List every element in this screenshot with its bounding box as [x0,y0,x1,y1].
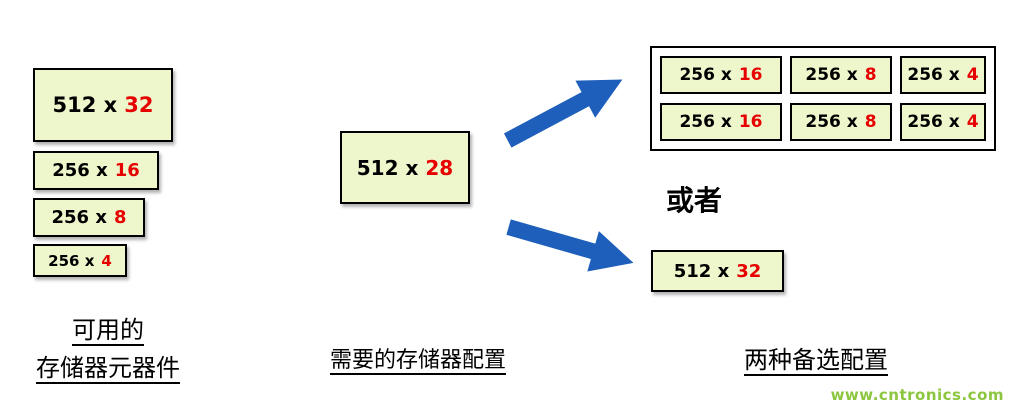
memory-words: 256 x [679,112,732,132]
memory-bits: 32 [736,260,762,282]
memory-box-256x8: 256 x 8 [33,198,145,237]
grid-row: 256 x 16 256 x 8 256 x 4 [660,56,986,94]
memory-box-512x32: 512 x 32 [33,68,173,142]
memory-words: 512 x [673,260,730,282]
memory-words: 512 x [52,93,118,117]
memory-words: 256 x [52,160,108,181]
memory-bits: 16 [114,160,140,181]
caption-line: 可用的 [72,318,144,344]
or-label: 或者 [666,184,723,217]
caption-available-components: 可用的 存储器元器件 [10,312,206,388]
memory-words: 256 x [907,65,960,85]
caption-line: 需要的存储器配置 [329,347,506,372]
arrow-down-right-icon [502,204,640,286]
memory-bits: 4 [101,251,112,270]
caption-line: 存储器元器件 [36,356,180,382]
memory-bits: 8 [113,207,127,228]
memory-bits: 16 [738,112,763,132]
grid-row: 256 x 16 256 x 8 256 x 4 [660,103,986,141]
memory-bits: 32 [124,93,154,117]
memory-bits: 28 [425,155,454,180]
memory-bits: 16 [738,65,763,85]
memory-words: 256 x [51,207,107,228]
arrow-up-right-icon [496,58,633,161]
memory-box-256x16: 256 x 16 [660,56,782,94]
memory-words: 256 x [805,112,858,132]
watermark-text: www.cntronics.com [830,386,1004,404]
memory-box-256x8: 256 x 8 [790,103,892,141]
caption-alternative-configs: 两种备选配置 [698,340,934,375]
memory-box-256x4: 256 x 4 [900,103,986,141]
memory-box-256x16: 256 x 16 [33,151,159,190]
caption-line: 两种备选配置 [744,348,888,374]
memory-bits: 4 [966,65,979,85]
memory-words: 512 x [356,155,419,180]
memory-box-512x32: 512 x 32 [651,250,784,292]
memory-bits: 8 [864,65,877,85]
alternative-grid-config: 256 x 16 256 x 8 256 x 4 256 x 16 256 x … [650,46,996,151]
memory-bits: 8 [864,112,877,132]
memory-box-256x8: 256 x 8 [790,56,892,94]
memory-box-256x16: 256 x 16 [660,103,782,141]
memory-bits: 4 [966,112,979,132]
memory-box-256x4: 256 x 4 [900,56,986,94]
memory-box-512x28: 512 x 28 [340,131,470,204]
caption-required-config: 需要的存储器配置 [316,342,520,374]
memory-box-256x4: 256 x 4 [33,244,127,277]
memory-words: 256 x [48,251,95,270]
memory-words: 256 x [679,65,732,85]
memory-words: 256 x [907,112,960,132]
memory-words: 256 x [805,65,858,85]
